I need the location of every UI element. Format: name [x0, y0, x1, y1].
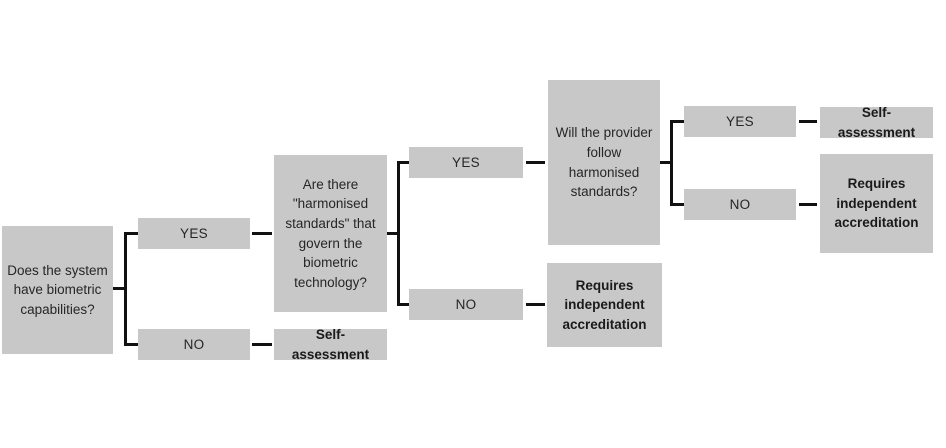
branch1-yes-box: YES: [138, 218, 250, 249]
connector-q1-stem: [113, 287, 127, 290]
connector-q3-no-stub: [670, 203, 684, 206]
connector-q1-no-stub: [124, 343, 138, 346]
connector-yes2-to-q3: [526, 161, 545, 164]
question-box-biometric-capabilities: Does the system have biometric capabilit…: [2, 226, 113, 354]
outcome-box-requires-accreditation-2: Requires independent accreditation: [820, 154, 933, 253]
branch3-yes-box: YES: [684, 106, 796, 137]
connector-q2-stem: [387, 232, 400, 235]
connector-q2-bracket: [397, 161, 400, 306]
outcome-box-requires-accreditation-1: Requires independent accreditation: [547, 263, 662, 347]
connector-q1-yes-stub: [124, 232, 138, 235]
connector-no3-to-accreditation: [799, 203, 817, 206]
question-box-harmonised-standards: Are there "harmonised standards" that go…: [274, 155, 387, 312]
branch3-no-box: NO: [684, 189, 796, 220]
connector-q3-yes-stub: [670, 120, 684, 123]
branch1-no-box: NO: [138, 329, 250, 360]
connector-q2-yes-stub: [397, 161, 409, 164]
connector-q3-bracket: [670, 120, 673, 206]
outcome-box-self-assessment-2: Self-assessment: [820, 105, 933, 140]
connector-yes3-to-selfassessment: [799, 120, 817, 123]
outcome-box-self-assessment-1: Self-assessment: [274, 327, 387, 362]
connector-q1-bracket: [124, 232, 127, 346]
question-box-provider-follow-standards: Will the provider follow harmonised stan…: [548, 80, 660, 245]
connector-no2-to-accreditation: [526, 303, 545, 306]
connector-no1-to-selfassessment: [252, 343, 272, 346]
connector-q2-no-stub: [397, 303, 409, 306]
connector-yes1-to-q2: [252, 232, 272, 235]
connector-q3-stem: [660, 161, 673, 164]
branch2-yes-box: YES: [409, 147, 523, 178]
branch2-no-box: NO: [409, 289, 523, 320]
